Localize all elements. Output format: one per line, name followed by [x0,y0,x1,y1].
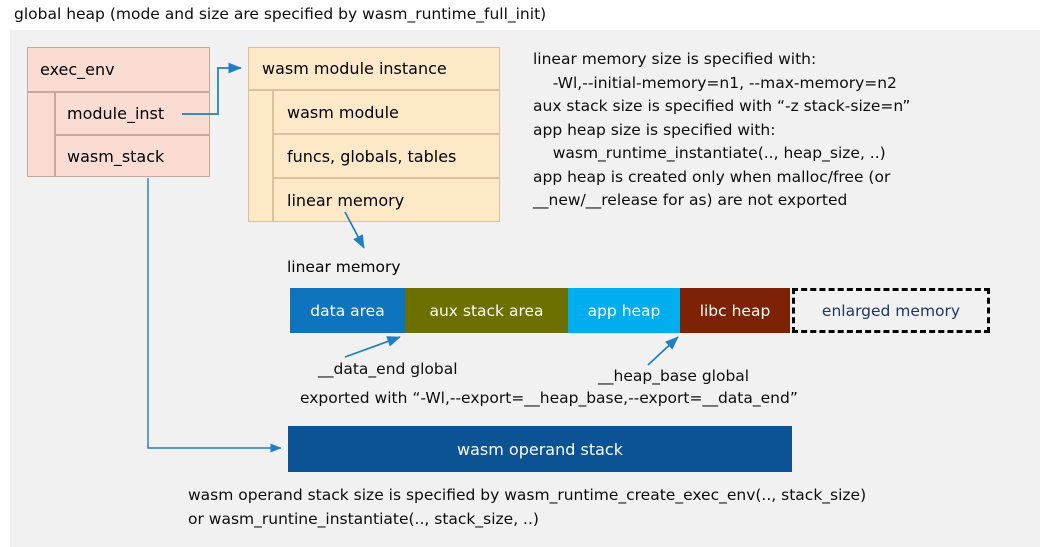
exec-env-indent-column [27,92,55,177]
wmi-field-wasm-module: wasm module [273,90,500,134]
memory-segment-aux-stack-area: aux stack area [405,288,568,333]
wmi-field-funcs-globals-tables: funcs, globals, tables [273,134,500,178]
wasm-module-instance-header: wasm module instance [248,47,500,90]
memory-segment-data-area: data area [290,288,405,333]
operand-stack-notes: wasm operand stack size is specified by … [188,486,867,528]
linear-memory-bar-label: linear memory [287,258,401,276]
wasm-module-instance-indent-column [248,90,273,222]
exec-env-field-wasm-stack: wasm_stack [55,135,210,177]
heap-base-annotation: __heap_base global [598,367,750,385]
data-end-annotation: __data_end global [318,360,458,378]
exec-env-field-module-inst: module_inst [55,92,210,135]
memory-segment-libc-heap: libc heap [680,288,790,333]
page-title: global heap (mode and size are specified… [14,5,547,23]
exported-annotation: exported with “-Wl,--export=__heap_base,… [300,389,798,407]
linear-memory-notes: linear memory size is specified with: -W… [533,50,911,209]
exec-env-header: exec_env [27,47,210,92]
wasm-operand-stack-box: wasm operand stack [288,426,792,472]
memory-segment-app-heap: app heap [568,288,680,333]
memory-segment-enlarged-memory: enlarged memory [792,288,990,333]
wmi-field-linear-memory: linear memory [273,178,500,222]
